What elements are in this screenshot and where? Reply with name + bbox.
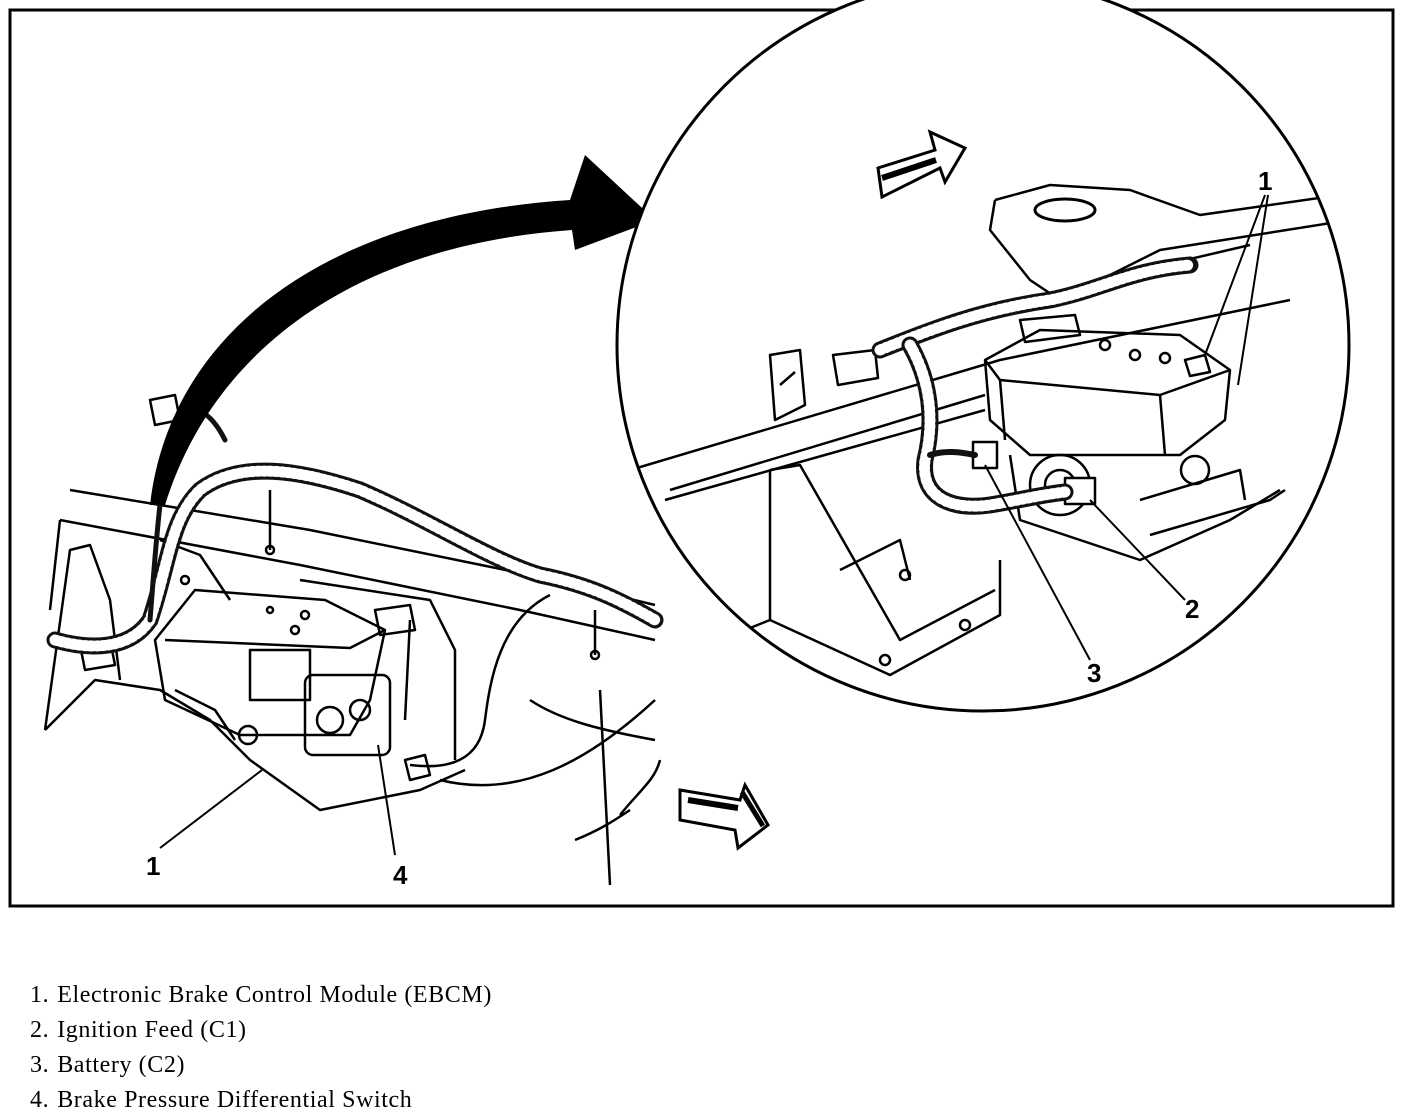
callout-4: 4 [393, 860, 408, 890]
zoom-arrow [150, 155, 655, 505]
legend-item: 2.Ignition Feed (C1) [30, 1017, 247, 1043]
legend-item: 1.Electronic Brake Control Module (EBCM) [30, 982, 492, 1008]
callout-detail-1: 1 [1258, 166, 1272, 196]
callout-1: 1 [146, 851, 160, 881]
ebcm-location-diagram: 1 4 1 2 3 [8, 0, 1395, 908]
direction-arrow [678, 781, 770, 851]
callout-detail-3: 3 [1087, 658, 1101, 688]
legend-item: 3.Battery (C2) [30, 1052, 186, 1078]
leader-line-detail-3 [984, 464, 1091, 661]
legend-item: 4.Brake Pressure Differential Switch [30, 1087, 413, 1113]
legend-list: 1.Electronic Brake Control Module (EBCM)… [30, 978, 492, 1118]
leader-line-1 [159, 769, 263, 849]
leader-line-4 [377, 744, 396, 856]
leader-line-detail-2 [1089, 499, 1186, 601]
leader-line-detail-1a [1204, 194, 1266, 356]
detail-view [615, 0, 1351, 713]
detail-direction-arrow [876, 129, 968, 200]
callout-detail-2: 2 [1185, 594, 1199, 624]
leader-line-detail-1b [1237, 194, 1269, 386]
